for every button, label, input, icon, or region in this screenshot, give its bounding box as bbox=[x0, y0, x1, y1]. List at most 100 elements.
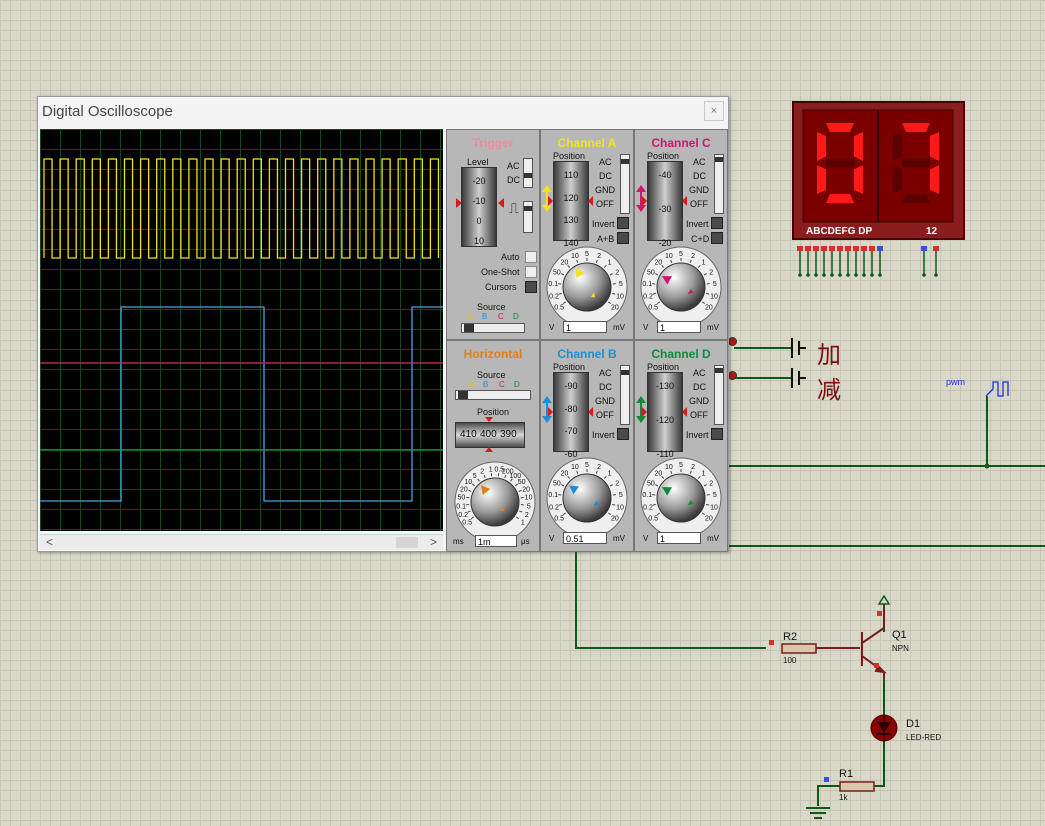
channel-c-invert-button[interactable] bbox=[711, 217, 723, 229]
channel-b-position-tick: -70 bbox=[564, 426, 578, 437]
scope-input-pin-d[interactable] bbox=[728, 371, 737, 380]
plus-button-label[interactable]: 加 bbox=[817, 341, 841, 369]
scope-input-pin-c[interactable] bbox=[728, 337, 737, 346]
channel-d-unit-left: V bbox=[643, 534, 649, 543]
channel-d-coupling-switch[interactable] bbox=[714, 365, 724, 425]
segment-f bbox=[893, 132, 902, 161]
channel-c-position-arrows-icon bbox=[636, 185, 646, 212]
led-d1[interactable] bbox=[870, 714, 898, 742]
channel-b-volts-value[interactable]: 0.51 bbox=[563, 532, 607, 544]
channel-c-unit-right: mV bbox=[707, 323, 719, 332]
timebase-dial-tick: 100 bbox=[510, 473, 522, 480]
channel-d-dial-tick: 50 bbox=[647, 480, 655, 487]
channel-a-position-tick: 140 bbox=[563, 238, 579, 248]
horizontal-position-drum[interactable]: 410 400 390 bbox=[455, 422, 525, 448]
channel-d-position-drum[interactable]: -130-120-110 bbox=[647, 372, 683, 459]
channel-a-dial-tick: 10 bbox=[616, 293, 624, 300]
channel-a-invert-button[interactable] bbox=[617, 217, 629, 229]
transistor-q1[interactable] bbox=[861, 594, 891, 678]
channel-b-dial-tick: 0.1 bbox=[548, 492, 558, 499]
channel-b-dial-tick: 5 bbox=[619, 492, 623, 499]
pwm-generator[interactable]: pwm bbox=[946, 377, 1009, 469]
trigger-level-drum[interactable]: -20 -10 0 10 bbox=[461, 167, 497, 247]
resistor-r2[interactable]: R2 100 bbox=[769, 631, 860, 665]
trigger-source-slider[interactable] bbox=[461, 323, 525, 333]
trigger-ac-label: AC bbox=[507, 161, 520, 171]
channel-b-dial-tick: 1 bbox=[608, 471, 612, 478]
scroll-thumb[interactable] bbox=[396, 537, 418, 548]
trigger-coupling-switch[interactable] bbox=[523, 158, 533, 188]
channel-d-volts-value[interactable]: 1 bbox=[657, 532, 701, 544]
channel-d-off-label: OFF bbox=[690, 410, 708, 420]
trigger-edge-switch[interactable] bbox=[523, 201, 533, 233]
channel-c-combo-button[interactable] bbox=[711, 232, 723, 244]
channel-a-dial-tick: 2 bbox=[597, 253, 601, 260]
channel-a-dial-tick: 5 bbox=[619, 281, 623, 288]
channel-c-dial-tick: 5 bbox=[679, 251, 683, 258]
channel-c-dial-tick: 0.2 bbox=[643, 293, 653, 300]
timebase-pointer-icon bbox=[480, 485, 491, 496]
channel-d-invert-button[interactable] bbox=[711, 428, 723, 440]
r1-value: 1k bbox=[839, 793, 848, 802]
timebase-dial-tick: 5 bbox=[527, 503, 531, 510]
resistor-r1[interactable]: R1 1k bbox=[824, 768, 875, 802]
channel-b-dial-tick: 10 bbox=[571, 464, 579, 471]
horizontal-scrollbar[interactable]: < > bbox=[40, 534, 443, 550]
channel-d-panel: Channel D Position -130-120-110 AC DC GN… bbox=[634, 340, 728, 552]
channel-d-dial-tick: 0.2 bbox=[643, 504, 653, 511]
scope-screen[interactable] bbox=[40, 129, 443, 531]
channel-c-coupling-switch[interactable] bbox=[714, 154, 724, 214]
oneshot-button[interactable] bbox=[525, 266, 537, 278]
channel-b-coupling-switch[interactable] bbox=[620, 365, 630, 425]
scope-traces bbox=[40, 129, 443, 531]
channel-a-coupling-switch[interactable] bbox=[620, 154, 630, 214]
channel-b-invert-button[interactable] bbox=[617, 428, 629, 440]
channel-b-dial-tick: 0.5 bbox=[554, 516, 564, 523]
horizontal-source-slider[interactable] bbox=[455, 390, 531, 400]
timebase-value[interactable]: 1m bbox=[475, 535, 517, 547]
oscilloscope-window[interactable]: Digital Oscilloscope × < > Trigger Level… bbox=[37, 96, 729, 552]
channel-c-title: Channel C bbox=[651, 136, 711, 150]
channel-b-position-tick: -80 bbox=[564, 403, 578, 414]
horizontal-panel: Horizontal Source A B C D Position 410 4… bbox=[446, 340, 540, 552]
channel-a-dial-tick: 0.2 bbox=[549, 293, 559, 300]
button-minus-symbol[interactable] bbox=[791, 368, 806, 388]
channel-c-combo-label: C+D bbox=[691, 234, 710, 244]
button-plus-symbol[interactable] bbox=[791, 338, 806, 358]
channel-b-pointer-icon bbox=[568, 485, 579, 495]
horizontal-source-label: Source bbox=[477, 370, 506, 380]
channel-a-volts-value[interactable]: 1 bbox=[563, 321, 607, 333]
seven-segment-display[interactable]: ABCDEFG DP 12 bbox=[792, 101, 965, 240]
close-button[interactable]: × bbox=[704, 101, 724, 121]
channel-c-position-drum[interactable]: -40-30-20 bbox=[647, 161, 683, 248]
channel-a-position-tick: 130 bbox=[563, 215, 579, 226]
channel-b-dial-tick: 20 bbox=[560, 471, 568, 478]
channel-b-dial-tick: 50 bbox=[553, 480, 561, 487]
channel-a-combo-button[interactable] bbox=[617, 232, 629, 244]
cursors-button[interactable] bbox=[525, 281, 537, 293]
auto-button[interactable] bbox=[525, 251, 537, 263]
channel-d-position-tick: -130 bbox=[655, 381, 674, 391]
segment-a bbox=[826, 123, 854, 132]
scroll-right-icon[interactable]: > bbox=[429, 535, 437, 549]
auto-label: Auto bbox=[501, 252, 520, 262]
channel-b-off-label: OFF bbox=[596, 410, 614, 420]
timebase-dial-tick: 10 bbox=[525, 495, 533, 502]
segment-c bbox=[930, 165, 939, 194]
pwm-label: pwm bbox=[946, 377, 965, 387]
channel-a-gnd-label: GND bbox=[595, 185, 615, 195]
channel-c-volts-value[interactable]: 1 bbox=[657, 321, 701, 333]
minus-button-label[interactable]: 减 bbox=[817, 376, 841, 404]
channel-c-unit-left: V bbox=[643, 323, 649, 332]
scroll-left-icon[interactable]: < bbox=[46, 535, 54, 549]
